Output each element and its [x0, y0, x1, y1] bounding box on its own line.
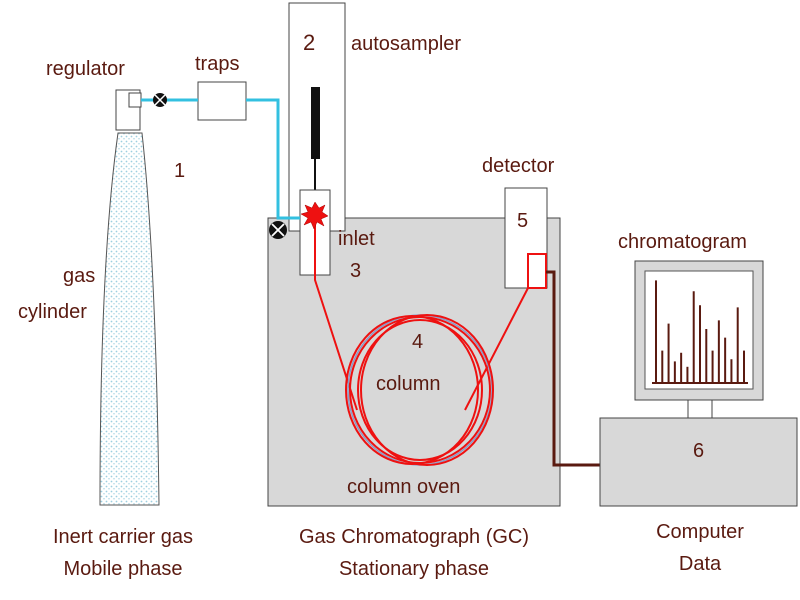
gas-cylinder [99, 132, 160, 506]
inlet-number: 3 [350, 260, 361, 282]
cylinder-number: 1 [174, 160, 185, 182]
column-coil [345, 314, 494, 466]
mobile-phase-label: Mobile phase [64, 558, 183, 580]
valve-icon [269, 221, 287, 239]
carrier-gas-line [141, 98, 300, 220]
column-tubing [314, 218, 529, 411]
regulator-label: regulator [46, 58, 125, 80]
monitor-stand [687, 399, 713, 419]
valve-icon [153, 93, 167, 107]
gas-label: gas [63, 265, 95, 287]
inert-carrier-gas-label: Inert carrier gas [53, 526, 193, 548]
autosampler-number: 2 [303, 30, 315, 55]
stationary-phase-label: Stationary phase [339, 558, 489, 580]
traps-label: traps [195, 53, 239, 75]
autosampler-label: autosampler [351, 33, 461, 55]
computer-number: 6 [693, 440, 704, 462]
injection-burst-icon [300, 201, 329, 230]
computer-label: Computer [656, 521, 744, 543]
detector-number: 5 [517, 210, 528, 232]
cylinder-label: cylinder [18, 301, 87, 323]
data-label: Data [679, 553, 722, 575]
column-number: 4 [412, 331, 423, 353]
column-oven-label: column oven [347, 476, 460, 498]
gc-label: Gas Chromatograph (GC) [299, 526, 529, 548]
detector-label: detector [482, 155, 555, 177]
detector-box [504, 187, 548, 289]
computer-box [599, 417, 798, 507]
regulator-gauge [128, 92, 142, 108]
inlet-label: inlet [338, 228, 375, 250]
traps-box [197, 81, 247, 121]
column-label: column [376, 373, 440, 395]
syringe [311, 87, 320, 159]
chromatogram-plot [652, 280, 748, 384]
data-cable [546, 270, 600, 467]
chromatogram-label: chromatogram [618, 231, 747, 253]
